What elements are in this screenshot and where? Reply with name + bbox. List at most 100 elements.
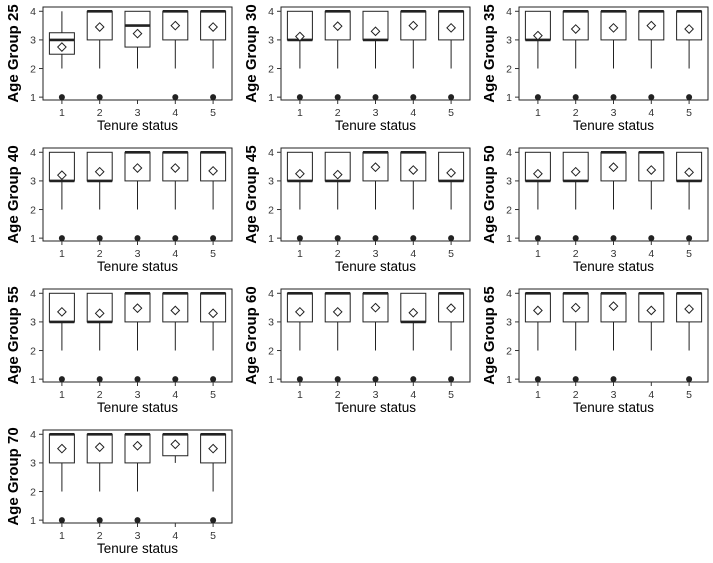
outlier-point [372, 376, 379, 383]
y-tick-label: 3 [268, 35, 274, 47]
y-tick-label: 4 [268, 6, 274, 18]
x-tick-label: 1 [535, 389, 541, 401]
x-axis-label: Tenure status [573, 259, 654, 274]
box-5 [438, 151, 465, 242]
x-tick-label: 2 [573, 107, 579, 119]
box-3 [600, 9, 627, 101]
x-tick-label: 5 [448, 107, 454, 119]
box-1 [286, 291, 313, 383]
outlier-point [648, 94, 655, 101]
outlier-point [296, 94, 303, 101]
x-tick-label: 1 [59, 248, 65, 260]
y-tick-label: 3 [506, 317, 512, 329]
y-tick-label: 4 [268, 288, 274, 300]
y-tick-label: 3 [506, 35, 512, 47]
outlier-point [572, 94, 579, 101]
y-tick-label: 1 [30, 515, 36, 527]
y-axis-label: Age Group 40 [5, 145, 22, 243]
mean-marker [332, 169, 343, 180]
mean-marker [170, 20, 181, 31]
outlier-point [134, 235, 141, 242]
y-axis-label: Age Group 35 [481, 4, 498, 102]
x-tick-label: 2 [573, 389, 579, 401]
outlier-point [58, 517, 65, 524]
x-axis-label: Tenure status [573, 400, 654, 415]
mean-marker [294, 31, 305, 42]
box-4 [162, 432, 189, 463]
y-tick-label: 4 [30, 147, 36, 159]
box-2 [562, 151, 589, 242]
outlier-point [448, 376, 455, 383]
box-5 [676, 9, 703, 101]
x-tick-label: 2 [97, 107, 103, 119]
outlier-point [58, 235, 65, 242]
outlier-point [210, 94, 217, 101]
box-1 [524, 291, 551, 383]
outlier-point [210, 517, 217, 524]
outlier-point [372, 94, 379, 101]
outlier-point [96, 235, 103, 242]
mean-marker [370, 162, 381, 173]
outlier-point [610, 235, 617, 242]
x-tick-label: 3 [373, 248, 379, 260]
y-tick-label: 4 [268, 147, 274, 159]
mean-marker [132, 28, 143, 39]
box-5 [200, 150, 227, 242]
x-tick-label: 2 [573, 248, 579, 260]
x-tick-label: 3 [135, 530, 141, 542]
y-tick-label: 4 [30, 6, 36, 18]
outlier-point [534, 376, 541, 383]
x-tick-label: 3 [611, 248, 617, 260]
box-2 [324, 9, 351, 101]
mean-marker [170, 439, 181, 450]
mean-marker [684, 304, 695, 314]
x-axis-label: Tenure status [335, 400, 416, 415]
outlier-point [96, 517, 103, 524]
box-2 [86, 9, 113, 101]
box-4 [638, 9, 665, 101]
y-tick-label: 1 [506, 233, 512, 245]
x-tick-label: 1 [59, 530, 65, 542]
outlier-point [448, 94, 455, 101]
box-2 [324, 291, 351, 383]
x-axis-label: Tenure status [97, 118, 178, 133]
box-1 [286, 151, 313, 242]
box-3 [600, 150, 627, 242]
x-axis-label: Tenure status [97, 400, 178, 415]
box-iqr [638, 10, 665, 41]
y-tick-label: 2 [30, 63, 36, 75]
y-tick-label: 3 [268, 176, 274, 188]
box-3 [362, 291, 389, 383]
mean-marker [94, 22, 105, 32]
x-tick-label: 2 [335, 248, 341, 260]
outlier-point [572, 376, 579, 383]
x-axis-label: Tenure status [97, 541, 178, 556]
outlier-point [210, 235, 217, 242]
x-tick-label: 3 [373, 389, 379, 401]
box-5 [200, 291, 227, 383]
mean-marker [684, 24, 695, 34]
outlier-point [534, 94, 541, 101]
y-tick-label: 1 [30, 233, 36, 245]
x-tick-label: 4 [410, 248, 416, 260]
y-axis-label: Age Group 70 [5, 427, 22, 525]
x-tick-label: 4 [648, 107, 654, 119]
y-tick-label: 1 [506, 92, 512, 104]
y-axis-label: Age Group 25 [5, 4, 22, 102]
x-tick-label: 1 [535, 107, 541, 119]
box-iqr [124, 292, 151, 323]
box-3 [362, 150, 389, 242]
x-tick-label: 5 [210, 107, 216, 119]
y-tick-label: 4 [506, 147, 512, 159]
y-tick-label: 2 [30, 345, 36, 357]
outlier-point [686, 235, 693, 242]
x-tick-label: 2 [97, 248, 103, 260]
mean-marker [170, 163, 181, 173]
y-tick-label: 1 [268, 233, 274, 245]
x-tick-label: 3 [135, 389, 141, 401]
